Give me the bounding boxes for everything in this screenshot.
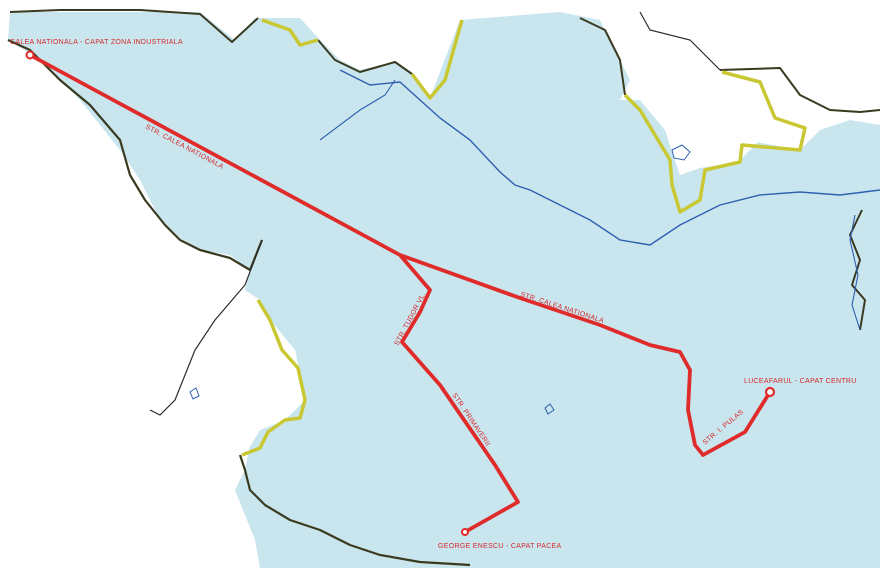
label-terminus-south: GEORGE ENESCU - CAPAT PACEA: [438, 543, 562, 550]
route-start-marker-icon: [25, 50, 35, 60]
outside-area-west: [150, 290, 305, 470]
city-boundary-north-3: [579, 17, 626, 96]
boundary-yellow-4: [241, 299, 307, 457]
route-end-marker-2-icon: [461, 528, 469, 536]
label-terminus-west: CALEA NATIONALA - CAPAT ZONA INDUSTRIALA: [10, 39, 183, 46]
water-spot-3: [189, 387, 200, 400]
outline-north-pocket: [639, 11, 721, 71]
boundary-yellow-2: [410, 19, 464, 100]
water-spot-2: [544, 403, 555, 415]
city-boundary-south: [238, 454, 471, 567]
outside-area-north: [620, 30, 808, 175]
route-end-marker-icon: [764, 386, 776, 398]
water-spot: [671, 144, 691, 161]
city-boundary-north-2: [317, 39, 413, 75]
river-branch: [319, 79, 396, 141]
label-terminus-east: LUCEAFARUL - CAPAT CENTRU: [744, 378, 857, 385]
river-main: [339, 69, 880, 246]
transit-route: [28, 53, 772, 457]
transit-route-branch: [398, 253, 520, 534]
city-boundary-east: [719, 67, 880, 113]
city-boundary: [7, 38, 264, 272]
boundary-yellow-3: [623, 70, 807, 214]
city-area: [8, 12, 880, 568]
river-east: [849, 214, 861, 331]
boundary-yellow-1: [261, 18, 319, 47]
city-boundary-north-1: [9, 9, 259, 43]
outline-west-pocket: [149, 239, 263, 416]
